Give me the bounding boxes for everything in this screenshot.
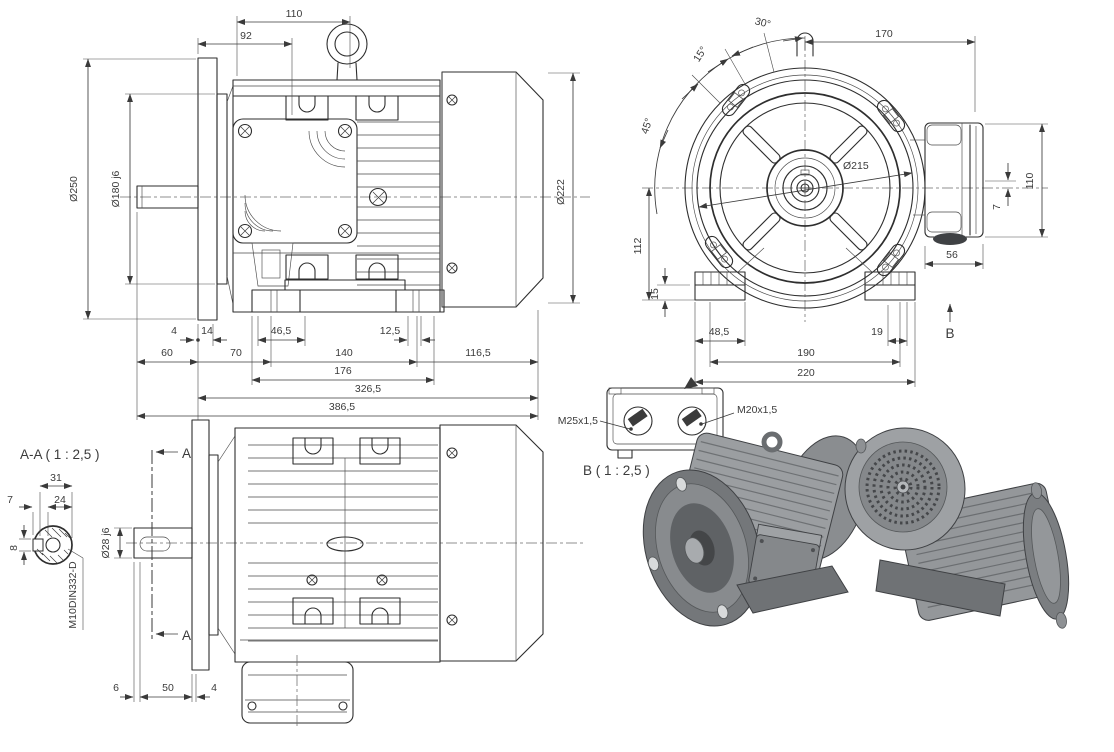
terminal-box-lid	[232, 118, 358, 244]
view-b-label: B	[945, 326, 954, 341]
dim-6: 6	[113, 682, 119, 694]
flange	[197, 57, 234, 321]
render-shaft	[684, 537, 705, 564]
fan-cowl	[441, 71, 544, 308]
cowl-clip-slot	[876, 243, 906, 277]
render-front-iso	[642, 431, 868, 627]
section-label-a-top: A	[182, 446, 191, 461]
lid-screw	[237, 223, 253, 239]
lid-screw	[237, 123, 253, 139]
gland-label-m25: M25x1,5	[558, 415, 598, 427]
cowl-clip-slot	[704, 235, 734, 269]
dim-46-5: 46,5	[271, 325, 292, 337]
dim-326-5: 326,5	[355, 383, 381, 395]
fan-cowl-top	[439, 424, 544, 662]
dim-48-5: 48,5	[709, 326, 730, 338]
dim-7-section: 7	[7, 494, 13, 506]
cowl-clip-slot	[876, 99, 906, 133]
dim-19: 19	[871, 326, 883, 338]
render-feet	[736, 565, 849, 614]
dim-12-5: 12,5	[380, 325, 401, 337]
feet-top-view	[240, 437, 438, 641]
section-label-a-bottom: A	[182, 628, 191, 643]
dim-8: 8	[8, 545, 20, 551]
flange-top	[191, 419, 236, 671]
dim-dia250: Ø250	[68, 176, 80, 202]
dim-116-5: 116,5	[465, 347, 491, 359]
motor-body	[232, 79, 441, 313]
dim-176: 176	[334, 365, 352, 377]
dim-angle-45: 45°	[639, 117, 655, 136]
thread-callout: M10DIN332-D	[67, 561, 79, 629]
dim-170: 170	[875, 28, 893, 40]
dim-386-5: 386,5	[329, 401, 355, 413]
section-aa-title: A-A ( 1 : 2,5 )	[20, 447, 100, 462]
lifting-eye	[326, 23, 368, 81]
motor-body-top	[234, 427, 441, 663]
lid-screw	[337, 123, 353, 139]
dim-dia28: Ø28 j6	[100, 527, 112, 558]
gland-shadow	[933, 233, 967, 245]
dim-140: 140	[335, 347, 353, 359]
gland-boss	[251, 242, 294, 287]
side-view-bottom-dims: 4 14 46,5 12,5 60 70 140 116,5 176 326,5…	[136, 212, 539, 420]
dim-70: 70	[230, 347, 242, 359]
dim-110-right: 110	[1024, 172, 1036, 189]
cable-gland-glyph	[681, 408, 702, 427]
cowl-clip-slot	[721, 83, 751, 117]
dim-15: 15	[649, 288, 661, 300]
render-flange	[642, 469, 762, 627]
terminal-box-front	[910, 122, 984, 245]
lid-screw	[337, 223, 353, 239]
section-line-aa: A A	[151, 446, 191, 643]
detail-b-view: M25x1,5 M20x1,5 B ( 1 : 2,5 )	[558, 377, 777, 478]
fan-grille	[865, 449, 941, 525]
dim-50: 50	[162, 682, 174, 694]
dim-56: 56	[946, 249, 958, 261]
dim-dia222: Ø222	[555, 179, 567, 205]
top-view-bottom-dims: 6 50 4	[113, 562, 217, 702]
render-rear-iso	[844, 427, 1070, 629]
gland-label-m20: M20x1,5	[737, 404, 777, 416]
dim-220: 220	[797, 367, 815, 379]
dim-4-bottom: 4	[211, 682, 217, 694]
feet-side	[251, 254, 445, 313]
drain-plug	[368, 187, 388, 207]
dim-92: 92	[240, 30, 252, 42]
cable-gland-glyph	[627, 408, 648, 427]
section-aa-view: A-A ( 1 : 2,5 ) 31 7 24 8 M10DIN332-D	[7, 447, 100, 630]
dim-24: 24	[54, 494, 66, 506]
render-fan-cowl-rear	[844, 427, 966, 551]
render-feet-rear	[875, 559, 1006, 617]
shaft-section	[32, 525, 73, 565]
side-view: 110 92 Ø250 Ø180 j6 Ø222 4 14 46,5	[68, 8, 590, 420]
detail-b-title: B ( 1 : 2,5 )	[583, 463, 650, 478]
dim-7: 7	[991, 204, 1003, 210]
dim-31: 31	[50, 472, 62, 484]
dim-angle-30: 30°	[754, 15, 772, 30]
front-view-bottom-dims: 48,5 19 190 220	[694, 302, 916, 387]
render-flange-rear	[1022, 482, 1070, 629]
dim-dia180: Ø180 j6	[110, 170, 122, 207]
detail-b-pointer	[684, 377, 698, 389]
top-foot-blocks	[285, 95, 399, 121]
angle-dims: 30° 15° 45°	[639, 15, 806, 215]
top-view: A A Ø28 j6 6 50 4	[100, 419, 585, 729]
dim-4: 4	[171, 325, 177, 337]
dim-angle-15: 15°	[691, 44, 710, 64]
feet-front	[694, 247, 916, 301]
dim-112: 112	[632, 237, 644, 254]
dim-dia215: Ø215	[843, 160, 869, 172]
render-lifting-eye	[761, 431, 783, 453]
dim-110-top: 110	[286, 8, 303, 20]
dim-60: 60	[161, 347, 173, 359]
dim-190: 190	[797, 347, 815, 359]
dim-14: 14	[201, 325, 213, 337]
terminal-box-top-view	[241, 655, 354, 729]
front-view: 30° 15° 45° 170 Ø215 112 15 110 7 56 48,…	[632, 15, 1048, 387]
